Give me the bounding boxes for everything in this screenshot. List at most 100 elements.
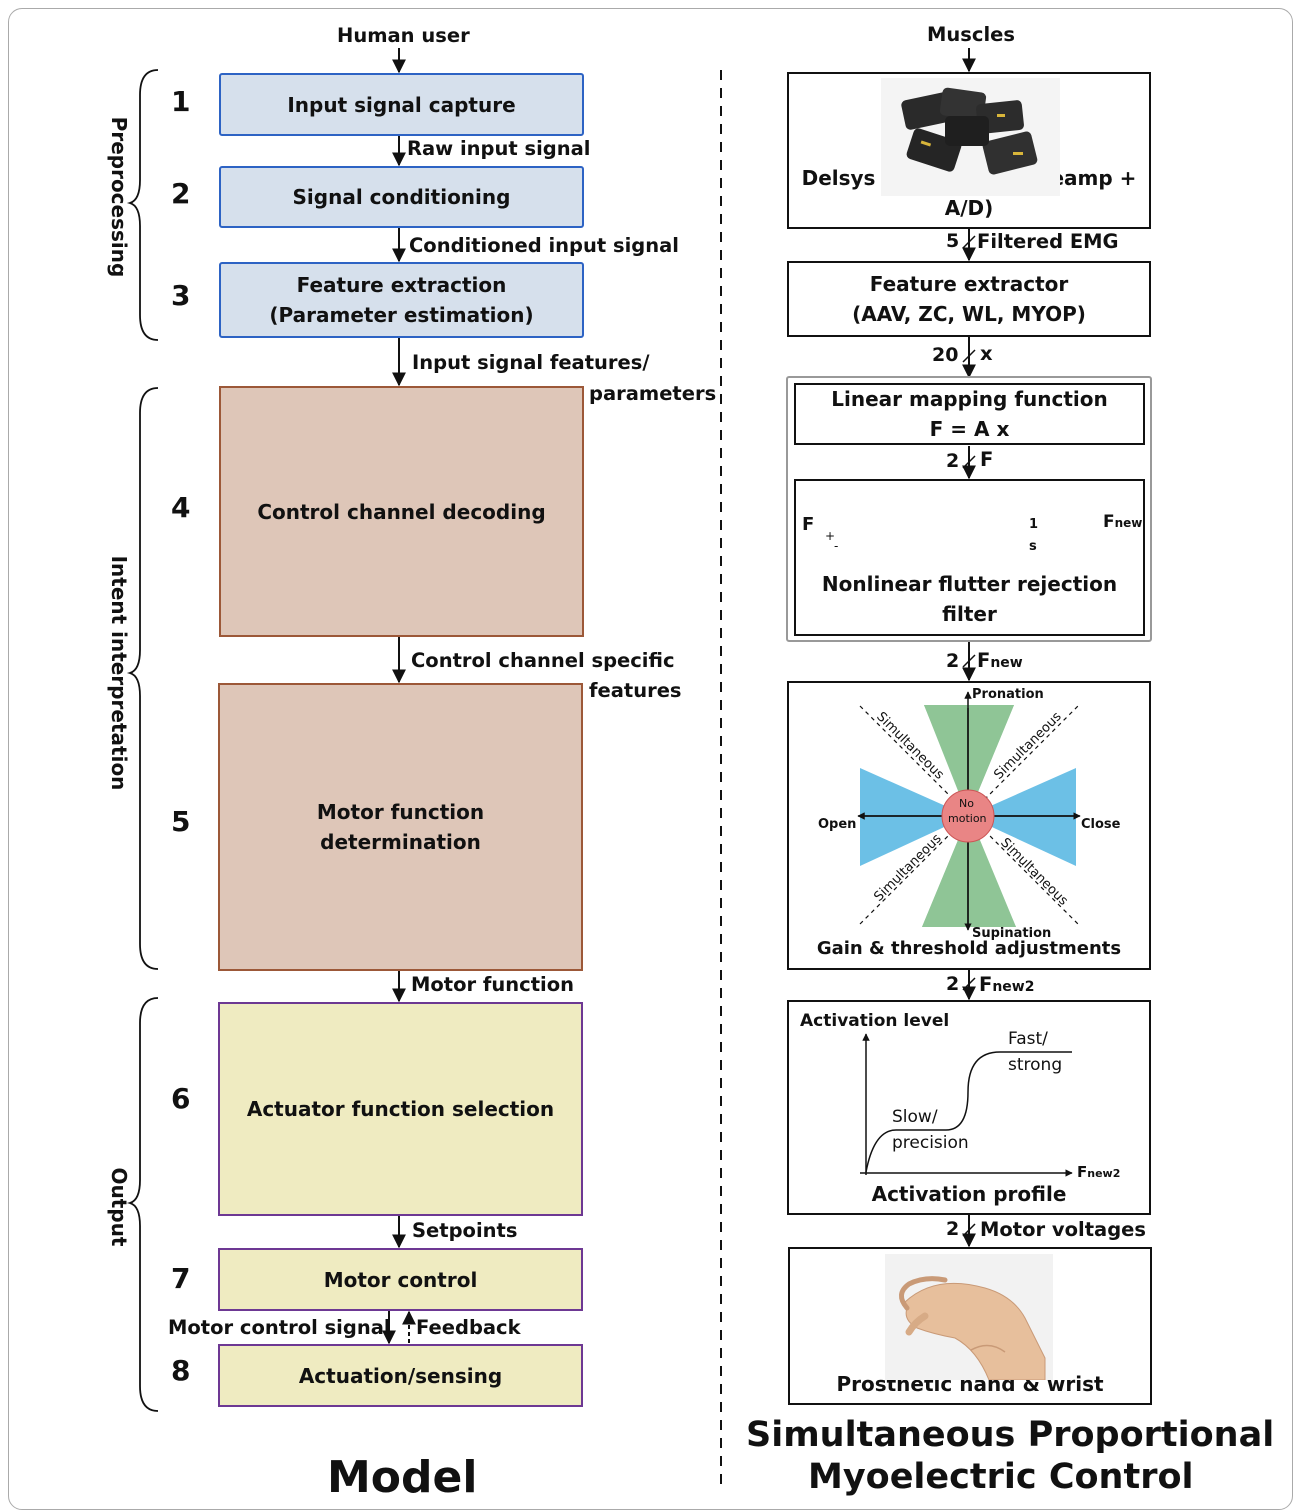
bus-slash <box>962 235 976 249</box>
fnew2-subscript: new2 <box>1087 1167 1121 1180</box>
no-motion-line-2: motion <box>948 812 987 825</box>
step-number-6: 6 <box>171 1082 191 1115</box>
voltages-count: 2 <box>946 1218 960 1240</box>
step-motor-control: Motor control <box>218 1248 583 1311</box>
label-motor-control-signal: Motor control signal <box>168 1316 391 1339</box>
fnew2-count: 2 <box>946 973 960 995</box>
muscles-label: Muscles <box>927 23 1015 46</box>
step-number-4: 4 <box>171 491 191 524</box>
linear-mapping-box: Linear mapping function F = A x <box>794 383 1145 445</box>
step-number-3: 3 <box>171 279 191 312</box>
label-conditioned-input-signal: Conditioned input signal <box>409 234 679 257</box>
activation-slow-2: precision <box>892 1133 969 1153</box>
gain-diagram <box>857 691 1081 931</box>
filter-minus-sign: - <box>834 539 839 553</box>
fnew-count: 2 <box>946 650 960 672</box>
brace-intent <box>126 387 159 970</box>
filter-input-label: F <box>802 514 815 535</box>
label-control-channel-specific: Control channel specific <box>411 649 675 672</box>
emg-sensor-icon <box>901 87 1038 175</box>
activation-slow-1: Slow/ <box>892 1107 938 1127</box>
activation-curve <box>865 1051 1072 1173</box>
human-user-label: Human user <box>337 24 470 47</box>
x-count: 20 <box>932 344 959 366</box>
step-feature-extraction: Feature extraction (Parameter estimation… <box>219 262 584 338</box>
step-motor-function-determination: Motor function determination <box>218 683 583 971</box>
feature-extractor-title: Feature extractor <box>869 272 1069 296</box>
title-model: Model <box>327 1452 478 1503</box>
no-motion-line-1: No <box>959 797 974 810</box>
bus-slash <box>962 1223 976 1237</box>
step-number-1: 1 <box>171 85 191 118</box>
step-number-7: 7 <box>171 1262 191 1295</box>
bus-slash <box>962 455 976 469</box>
gain-label-pronation: Pronation <box>972 687 1044 702</box>
activation-ylabel: Activation level <box>800 1011 950 1031</box>
title-line-2: Myoelectric Control <box>808 1457 1194 1497</box>
group-label-output: Output <box>107 1167 131 1247</box>
fnew-base: F <box>979 973 993 996</box>
title-line-1: Simultaneous Proportional <box>746 1415 1275 1455</box>
label-feedback: Feedback <box>416 1316 521 1339</box>
label-parameters: parameters <box>589 382 717 405</box>
gain-label-open: Open <box>818 817 857 832</box>
filtered-count: 5 <box>946 230 960 252</box>
filter-plus-sign: + <box>825 529 836 543</box>
label-x: x <box>980 342 993 365</box>
nonlinear-filter-box: Nonlinear flutter rejection filter <box>794 479 1145 636</box>
fnew-base: F <box>1077 1163 1088 1181</box>
step-number-5: 5 <box>171 805 191 838</box>
filter-output-label: Fnew <box>1103 514 1142 531</box>
fnew-subscript: new <box>990 655 1023 671</box>
label-motor-function: Motor function <box>411 973 575 996</box>
group-label-intent: Intent interpretation <box>107 555 131 791</box>
feature-extractor-box: Feature extractor (AAV, ZC, WL, MYOP) <box>787 261 1151 337</box>
fnew-subscript: new <box>1114 516 1143 530</box>
activation-xlabel: Fnew2 <box>1077 1165 1120 1180</box>
fnew-base: F <box>1103 512 1115 532</box>
linear-mapping-title: Linear mapping function <box>831 387 1108 411</box>
no-motion-circle <box>941 789 995 843</box>
fnew2-subscript: new2 <box>992 979 1035 995</box>
bus-slash <box>962 349 976 363</box>
fnew-base: F <box>977 649 991 672</box>
label-input-signal-features: Input signal features/ <box>412 351 650 374</box>
gain-threshold-box: Gain & threshold adjustments <box>787 681 1151 970</box>
label-setpoints: Setpoints <box>412 1219 518 1242</box>
activation-profile-box: Activation profile <box>787 1000 1151 1215</box>
linear-mapping-equation: F = A x <box>929 417 1010 441</box>
prosthetic-hand-photo <box>885 1254 1053 1380</box>
label-fnew2: Fnew2 <box>979 975 1034 995</box>
brace-output <box>126 997 159 1412</box>
label-features: features <box>589 679 682 702</box>
step-input-signal-capture: Input signal capture <box>219 73 584 136</box>
feature-extractor-list: (AAV, ZC, WL, MYOP) <box>852 302 1086 326</box>
brace-preprocessing <box>126 69 159 341</box>
step-number-2: 2 <box>171 177 191 210</box>
activation-plot <box>860 1033 1073 1177</box>
label-f: F <box>980 448 994 471</box>
step-number-8: 8 <box>171 1354 191 1387</box>
label-filtered-emg: Filtered EMG <box>977 230 1119 253</box>
integrator-numerator: 1 <box>1029 517 1039 532</box>
gain-label-supination: Supination <box>972 926 1052 941</box>
activation-fast-2: strong <box>1008 1055 1063 1075</box>
bus-slash <box>962 654 976 668</box>
gain-label-close: Close <box>1081 817 1121 832</box>
mapping-group-frame <box>786 376 1152 642</box>
step-actuator-function-selection: Actuator function selection <box>218 1002 583 1216</box>
label-raw-input-signal: Raw input signal <box>407 137 591 160</box>
emg-sensors-photo <box>881 78 1060 196</box>
label-fnew: Fnew <box>977 651 1023 671</box>
label-motor-voltages: Motor voltages <box>980 1218 1146 1241</box>
activation-fast-1: Fast/ <box>1008 1029 1048 1049</box>
group-label-preprocessing: Preprocessing <box>107 116 131 278</box>
step-control-channel-decoding: Control channel decoding <box>219 386 584 637</box>
integrator-denominator: s <box>1029 539 1037 554</box>
hand-icon <box>899 1276 1046 1380</box>
step-actuation-sensing: Actuation/sensing <box>218 1344 583 1407</box>
f-count: 2 <box>946 450 960 472</box>
bus-slash <box>962 977 976 991</box>
step-signal-conditioning: Signal conditioning <box>219 166 584 228</box>
